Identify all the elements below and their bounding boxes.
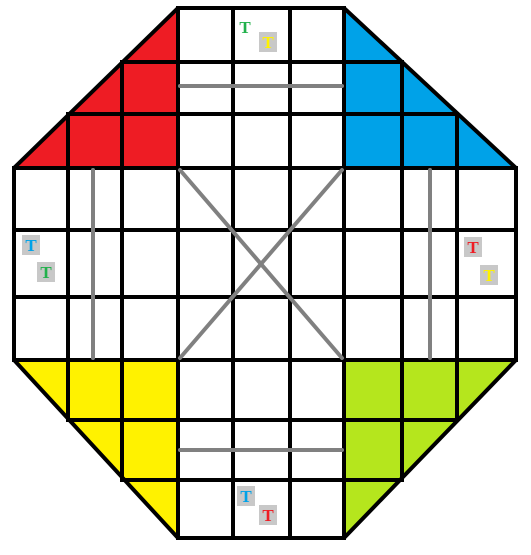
yellow-corner-cell [122, 360, 178, 420]
token-bottom-1: T [237, 486, 255, 506]
token-label: T [262, 506, 274, 525]
blue-corner-cell [402, 114, 457, 168]
token-label: T [467, 238, 479, 257]
token-left-1: T [22, 235, 40, 255]
token-background [480, 265, 498, 285]
red-corner-cell [122, 62, 178, 114]
token-label: T [40, 263, 52, 282]
token-background [22, 235, 40, 255]
blue-corner-cell [344, 62, 402, 114]
token-background [259, 505, 277, 525]
token-left-2: T [37, 262, 55, 282]
token-top-2: T [259, 32, 277, 52]
token-right-2: T [480, 265, 498, 285]
token-label: T [262, 33, 274, 52]
center-diagonal [178, 168, 344, 360]
token-right-1: T [464, 237, 482, 257]
green-corner-cell [344, 420, 402, 480]
token-label: T [25, 236, 37, 255]
green-corner-cell [344, 360, 402, 420]
token-top-1: T [239, 18, 251, 37]
yellow-corner-cell [122, 420, 178, 480]
token-label: T [483, 266, 495, 285]
red-corner-cell [122, 114, 178, 168]
red-corner-cell [68, 114, 122, 168]
token-background [237, 486, 255, 506]
yellow-corner-cell [68, 360, 122, 420]
blue-corner-cell [344, 114, 402, 168]
token-label: T [239, 18, 251, 37]
token-background [259, 32, 277, 52]
token-background [464, 237, 482, 257]
green-corner-cell [402, 360, 457, 420]
token-bottom-2: T [259, 505, 277, 525]
token-label: T [240, 487, 252, 506]
token-background [37, 262, 55, 282]
